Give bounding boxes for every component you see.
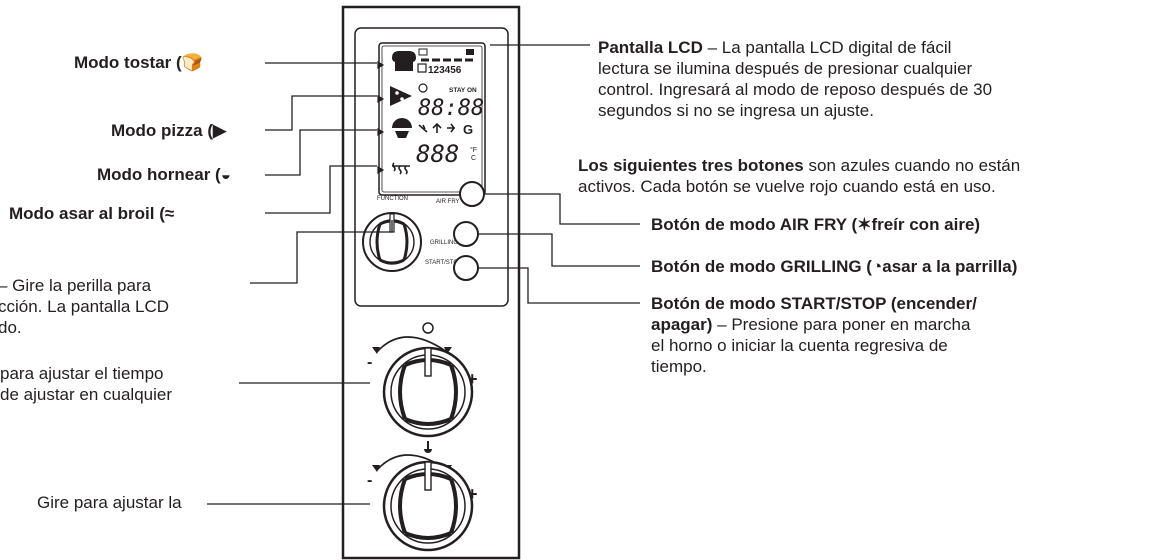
temperature-knob: - + [367,441,478,552]
start-stop-description: Botón de modo START/STOP (encender/ apag… [651,294,977,376]
lcd-slice-digits: 123456 [428,65,462,76]
lcd-g: G [463,122,473,137]
function-label: FUNCTION [377,196,408,202]
buttons-description: Los siguientes tres botones son azules c… [578,156,1021,196]
bake-icon: ◒ [220,165,231,184]
label-pizza-mode: Modo pizza (▶ [111,121,227,140]
lcd-description: Pantalla LCD – La pantalla LCD digital d… [598,38,993,120]
air-fry-description: Botón de modo AIR FRY (✶freír con aire) [651,215,981,234]
lcd-temp: 888 [416,140,459,168]
grilling-description: Botón de modo GRILLING (◔asar a la parri… [651,257,1018,276]
toast-icon [392,51,416,71]
grilling-label: GRILLING [430,240,458,246]
lcd-clock: 88:88 [418,96,484,121]
label-bake-mode: Modo hornear (◒ [97,165,231,184]
temp-plus: + [467,484,478,504]
start-stop-button [453,255,479,281]
air-fry-button [459,181,485,207]
label-broil-mode: Modo asar al broil (≈ [9,204,175,223]
timer-knob: - + [367,322,478,438]
lcd-temp-unit: °F [470,146,477,154]
air-fry-label: AIR FRY [436,199,460,205]
pizza-icon: ▶ [212,121,227,140]
start-stop-label: START/STOP [425,260,462,266]
pizza-icon [390,86,412,106]
toast-icon: 🍞 [181,53,203,72]
temp-desc-line-1: Gire para ajustar la [37,493,182,512]
lcd-stay-on: STAY ON [449,87,477,94]
bake-icon [392,118,412,138]
grill-icon: ◔ [871,257,883,276]
broil-icon [392,162,410,175]
knob-desc-line-2: cción. La pantalla LCD [0,297,170,316]
lcd-display [378,42,486,196]
function-knob [362,212,422,272]
knob-desc-line-3: do. [0,318,22,337]
broil-icon: ≈ [164,204,175,223]
temp-minus: - [367,472,372,489]
timer-plus: + [467,369,478,389]
label-toast-mode: Modo tostar (🍞 [74,53,203,72]
grilling-button [453,221,479,247]
knob-desc-line-1: – Gire la perilla para [0,276,152,295]
thermometer-icon [424,441,432,453]
timer-minus: - [367,354,372,371]
air-fry-icon: ✶ [857,215,872,234]
svg-text:C: C [471,155,476,162]
timer-desc-line-2: de ajustar en cualquier [0,385,173,404]
timer-desc-line-1: para ajustar el tiempo [0,364,164,383]
